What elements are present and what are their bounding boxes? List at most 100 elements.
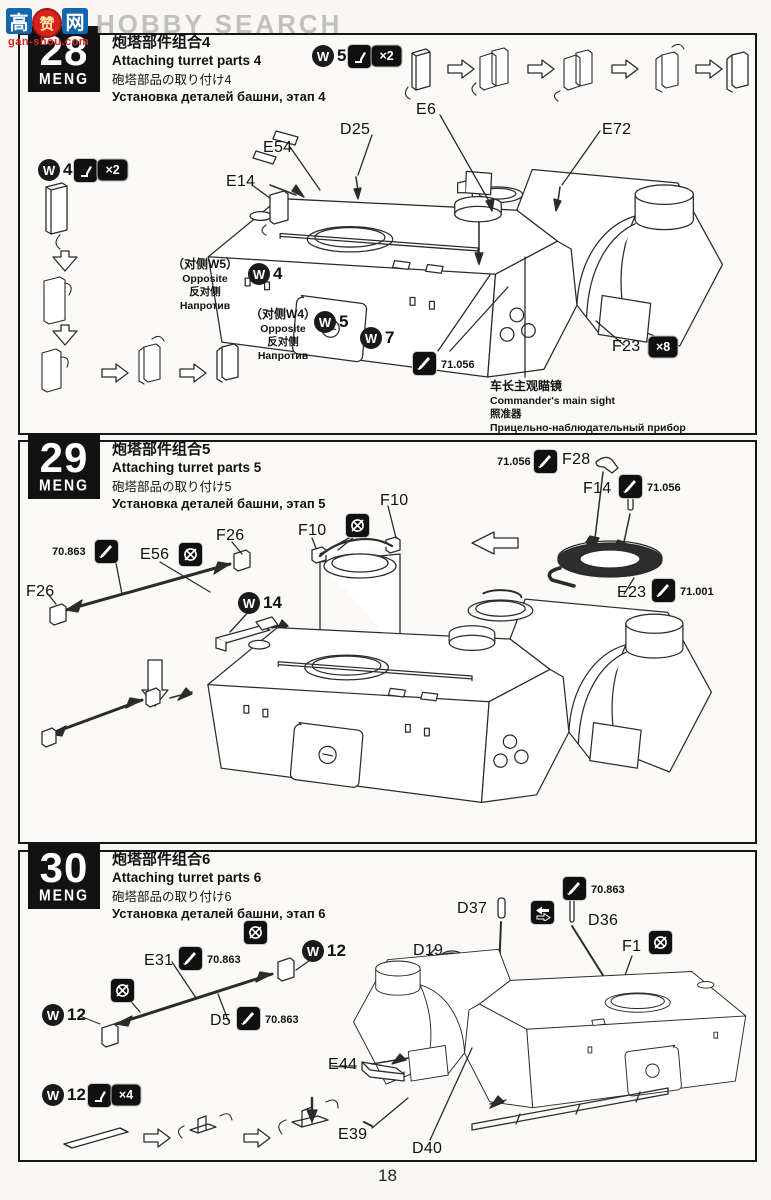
hobby-search-watermark: 高 赞 网 HOBBY SEARCH gan-shou.com	[6, 8, 343, 48]
meng-logo: MENG	[39, 68, 89, 88]
bend-pe-icon	[75, 159, 97, 181]
part-label-d25: D25	[340, 121, 371, 138]
paint-brush-icon	[238, 1008, 259, 1029]
paint-brush-icon	[564, 878, 585, 899]
brush-glyph	[417, 357, 430, 370]
watermark-site: gan-shou.com	[8, 36, 90, 48]
part-label-e31: E31	[144, 952, 174, 969]
no-glue-icon	[245, 922, 266, 943]
part-label-d5: D5	[210, 1012, 232, 1029]
circle-x-glyph	[654, 936, 667, 949]
paint-brush-icon	[414, 353, 435, 374]
part-label-e39: E39	[338, 1126, 368, 1143]
bend-pe-glyph	[355, 51, 367, 63]
note-line: Opposite	[182, 272, 228, 285]
title-ja: 砲塔部品の取り付け4	[112, 73, 232, 87]
title-zh: 炮塔部件组合4	[112, 34, 211, 51]
watermark-logo-right: 网	[62, 8, 88, 34]
paint-brush-icon	[414, 353, 435, 374]
w-circle: W	[238, 592, 260, 614]
no-glue-icon	[180, 544, 201, 565]
step-titles: 炮塔部件组合5 Attaching turret parts 5 砲塔部品の取り…	[112, 438, 326, 511]
title-ja: 砲塔部品の取り付け5	[112, 480, 232, 494]
part-label-d40: D40	[412, 1140, 443, 1157]
w-number: 4	[63, 160, 73, 179]
w-circle: W	[302, 940, 324, 962]
part-label-f23: F23	[612, 338, 641, 355]
multiplier-x8: ×8	[650, 338, 677, 356]
multiplier-box: ×2	[99, 161, 126, 179]
w-number: 12	[67, 1005, 86, 1024]
w-circle: W	[314, 311, 336, 333]
title-ja: 砲塔部品の取り付け6	[112, 890, 232, 904]
paint-brush-icon	[535, 451, 556, 472]
note-line: 反对侧	[267, 336, 299, 349]
no-glue-icon	[650, 932, 671, 953]
part-label-f26: F26	[26, 583, 55, 600]
no-glue-icon	[245, 922, 266, 943]
w-circle: W	[312, 45, 334, 67]
part-label-f10: F10	[298, 522, 327, 539]
no-glue-icon	[650, 932, 671, 953]
title-en: Attaching turret parts 5	[112, 460, 262, 475]
note-line: Opposite	[260, 322, 306, 335]
paint-brush-icon	[180, 948, 201, 969]
paint-code-71056: 71.056	[647, 482, 681, 494]
step-number-block: 30 MENG	[28, 843, 100, 909]
page-number: 18	[378, 1166, 397, 1185]
note-line: 照准器	[490, 408, 522, 421]
title-zh: 炮塔部件组合5	[112, 441, 211, 458]
paint-code-70863: 70.863	[207, 954, 241, 966]
brush-glyph	[241, 1012, 254, 1025]
paint-brush-icon	[620, 476, 641, 497]
w-number: 5	[339, 312, 349, 331]
w-circle: W	[38, 159, 60, 181]
paint-brush-icon	[96, 541, 117, 562]
brush-glyph	[567, 882, 580, 895]
paint-code-70863: 70.863	[591, 884, 625, 896]
paint-code-70863: 70.863	[52, 546, 86, 558]
meng-logo: MENG	[39, 475, 89, 495]
w-circle: W	[248, 263, 270, 285]
part-label-e56: E56	[140, 546, 170, 563]
watermark-brand: HOBBY SEARCH	[96, 9, 343, 39]
title-zh: 炮塔部件组合6	[112, 851, 211, 868]
step-number-block: 28 MENG	[28, 26, 100, 92]
w-number: 7	[385, 328, 395, 347]
part-label-d36: D36	[588, 912, 619, 929]
bend-pe-icon	[88, 1084, 110, 1106]
paint-brush-icon	[96, 541, 117, 562]
w-circle: W	[42, 1004, 64, 1026]
part-label-e54: E54	[263, 139, 293, 156]
paint-brush-icon	[620, 476, 641, 497]
step-number-block: 29 MENG	[28, 433, 100, 499]
no-glue-icon	[112, 980, 133, 1001]
step-number: 29	[39, 434, 89, 482]
title-ru: Установка деталей башни, этап 4	[112, 89, 326, 104]
step-number: 30	[39, 844, 89, 892]
step-titles: 炮塔部件组合4 Attaching turret parts 4 砲塔部品の取り…	[112, 31, 326, 104]
note-line: Напротив	[179, 299, 231, 312]
movable-icon	[532, 902, 553, 923]
part-label-f28: F28	[562, 451, 591, 468]
circle-x-glyph	[184, 548, 197, 561]
brush-glyph	[99, 545, 112, 558]
bend-pe-glyph	[94, 1090, 106, 1102]
step-29-diagram	[41, 456, 713, 804]
bend-pe-glyph	[81, 165, 93, 177]
title-en: Attaching turret parts 4	[112, 53, 262, 68]
paint-brush-icon	[238, 1008, 259, 1029]
step-28-diagram	[41, 43, 749, 393]
part-label-f1: F1	[622, 938, 642, 955]
w-circle: W	[360, 327, 382, 349]
bend-pe-icon	[349, 45, 371, 67]
circle-x-glyph	[249, 926, 262, 939]
